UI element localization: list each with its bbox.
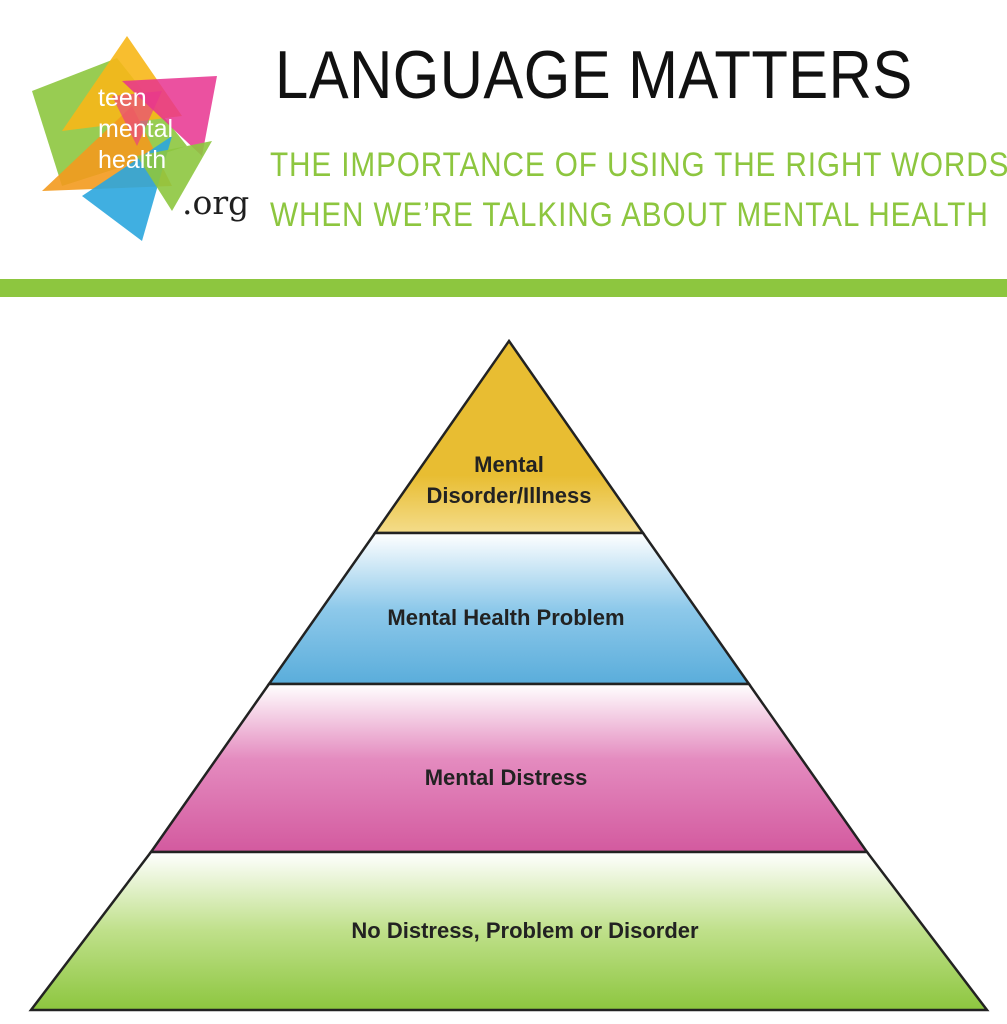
tier-label-none: No Distress, Problem or Disorder [351,918,699,943]
logo-text-teen: teen [98,84,147,112]
tier-label-illness-line2: Disorder/Illness [426,483,591,508]
logo-text-health: health [98,146,167,174]
tier-label-distress: Mental Distress [425,765,588,790]
tier-label-illness-line1: Mental [474,452,544,477]
pyramid-diagram: Mental Disorder/Illness Mental Health Pr… [28,338,990,1012]
logo-text-mental: mental [98,115,174,143]
subtitle-line-1: THE IMPORTANCE OF USING THE RIGHT WORDS [270,146,1007,184]
pyramid-tier-none [28,850,990,1012]
subtitle-line-2: WHEN WE’RE TALKING ABOUT MENTAL HEALTH [270,196,989,234]
logo: teen mental health .org [22,36,249,241]
tier-label-problem: Mental Health Problem [387,605,624,630]
header-divider [0,279,1007,297]
logo-text-org: .org [182,183,250,222]
page-title: LANGUAGE MATTERS [275,37,913,113]
logo-shapes-icon [32,36,217,241]
